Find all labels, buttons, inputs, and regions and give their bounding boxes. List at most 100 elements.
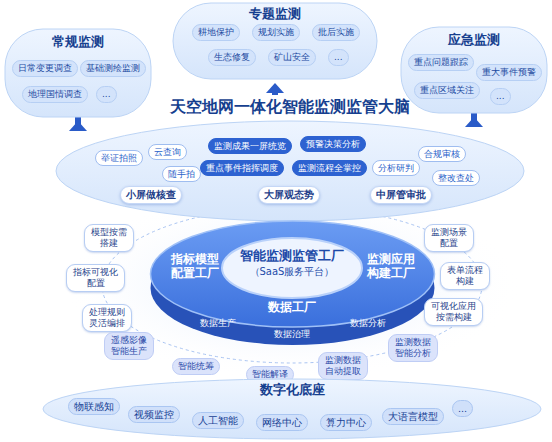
pill-text: 重点问题跟踪: [414, 57, 468, 68]
pill-text: 重点事件指挥调度: [206, 163, 278, 173]
tool-pill: 举证拍照: [95, 150, 143, 166]
pill-text: 小屏做核查: [126, 189, 176, 201]
item-pill: ...: [490, 88, 511, 105]
label-text: 指标模型配置工厂: [168, 252, 222, 281]
pill-text: 表单流程构建: [446, 265, 484, 287]
tool-pill: 云查询: [148, 144, 187, 160]
pill-text: 监测流程全掌控: [298, 163, 361, 173]
arrow-head: [69, 121, 87, 131]
pill-text: 监测场景配置: [430, 227, 468, 249]
tool-pill: 分析研判: [372, 160, 420, 176]
disk-face: [151, 221, 435, 327]
pill-text: ...: [334, 52, 343, 63]
group-label-pill: 中屏管审批: [370, 186, 432, 204]
pill-text: 耕地保护: [198, 27, 234, 38]
foundation-pill: ...: [452, 400, 473, 417]
heading: 应急监测: [400, 32, 548, 48]
data-pill: 遥感影像智能生产: [104, 332, 154, 360]
item-pill: ...: [328, 49, 349, 66]
label-text: 数据工厂: [258, 300, 326, 314]
data-pill: 监测数据自动提取: [318, 352, 368, 380]
monitoring-cloud: 应急监测重点问题跟踪重大事件预警重点区域关注...: [400, 26, 548, 114]
item-pill: 地理国情调查: [22, 86, 88, 103]
pill-text: 视频监控: [134, 409, 174, 420]
pill-text: 智能解译: [252, 369, 288, 380]
pill-text: 重大事件预警: [482, 67, 536, 78]
monitoring-cloud: 常规监测日常变更调查 基础测绘监测地理国情调查...: [4, 28, 152, 118]
arrow-head: [266, 83, 284, 93]
pill-text: 大语言模型: [388, 411, 438, 422]
pill-text: 矿山安全: [274, 52, 310, 63]
arrow-head: [465, 117, 483, 127]
foundation-pill: 物联感知: [68, 398, 120, 415]
band-outline: [43, 379, 541, 439]
label-text: 数据治理: [270, 329, 314, 340]
item-pill: 耕地保护: [192, 24, 240, 41]
pill-text: 基础测绘监测: [86, 63, 140, 74]
item-pill: 生态修复: [208, 49, 256, 66]
heading: 智能监测监管工厂: [230, 248, 354, 264]
pill-text: 中屏管审批: [376, 189, 426, 201]
cloud-outline: [401, 27, 547, 113]
pill-text: ...: [458, 403, 467, 414]
item-pill: 重点问题跟踪: [408, 54, 474, 71]
foundation-pill: 大语言模型: [382, 408, 444, 425]
item-pill: 基础测绘监测: [80, 60, 146, 77]
pill-text: 地理国情调查: [28, 89, 82, 100]
item-pill: 重大事件预警: [476, 64, 542, 81]
data-pill: 监测数据智能分析: [388, 334, 438, 362]
disk-core: [222, 238, 362, 298]
pill-text: 举证拍照: [101, 153, 137, 163]
item-pill: ...: [96, 86, 117, 103]
tool-pill: 合规审核: [418, 146, 466, 162]
monitoring-cloud: 专题监测耕地保护 规划实施 批后实施生态修复 矿山安全...: [172, 2, 378, 80]
config-pill: 表单流程构建: [440, 262, 490, 290]
item-pill: 规划实施: [252, 24, 300, 41]
heading: 专题监测: [172, 6, 378, 22]
pill-text: ...: [496, 91, 505, 102]
pill-text: 网络中心: [262, 417, 302, 428]
foundation-pill: 算力中心: [320, 414, 372, 431]
tool-pill: 随手拍: [162, 166, 201, 182]
cloud-outline: [5, 29, 151, 117]
pill-text: 分析研判: [378, 163, 414, 173]
label-text: （SaaS服务平台）: [230, 266, 354, 278]
cloud-outline: [173, 3, 377, 79]
pill-text: 合规审核: [424, 149, 460, 159]
label-text: 监测应用构建工厂: [364, 252, 418, 281]
config-pill: 模型按需搭建: [84, 224, 134, 252]
foundation-band: 数字化底座物联感知视频监控人工智能 网络中心 算力中心 大语言模型...: [42, 378, 542, 440]
pill-text: 可视化应用按需构建: [430, 301, 477, 323]
factory-disk: 智能监测监管工厂 （SaaS服务平台） 指标模型配置工厂 监测应用构建工厂数据工厂数据…: [150, 218, 435, 346]
foundation-pill: 网络中心: [256, 414, 308, 431]
pill-text: 算力中心: [326, 417, 366, 428]
item-pill: 批后实施: [312, 24, 360, 41]
config-pill: 可视化应用按需构建: [424, 298, 483, 326]
pill-text: 生态修复: [214, 52, 250, 63]
foundation-pill: 视频监控: [128, 406, 180, 423]
pill-text: 物联感知: [74, 401, 114, 412]
tool-pill: 整改查处: [432, 170, 480, 186]
data-pill: 智能统筹: [172, 358, 220, 375]
pill-text: 重点区域关注: [420, 85, 474, 96]
pill-text: ...: [102, 89, 111, 100]
heading: 常规监测: [4, 34, 152, 50]
pill-text: 大屏观态势: [264, 189, 314, 201]
group-label-pill: 小屏做核查: [120, 186, 182, 204]
foundation-pill: 人工智能: [192, 412, 244, 429]
item-pill: 重点区域关注: [414, 82, 480, 99]
pill-text: 监测数据智能分析: [394, 337, 432, 359]
screen-pill: 预警决策分析: [300, 136, 366, 152]
screen-pill: 重点事件指挥调度: [200, 160, 284, 176]
pill-text: 人工智能: [198, 415, 238, 426]
pill-text: 批后实施: [318, 27, 354, 38]
pill-text: 智能统筹: [178, 361, 214, 372]
pill-text: 日常变更调查: [18, 63, 72, 74]
pill-text: 规划实施: [258, 27, 294, 38]
item-pill: 矿山安全: [268, 49, 316, 66]
pill-text: 随手拍: [168, 169, 195, 179]
pill-text: 处理规则灵活编排: [88, 307, 126, 329]
heading: 数字化底座: [42, 382, 542, 398]
pill-text: 监测数据自动提取: [324, 355, 362, 377]
